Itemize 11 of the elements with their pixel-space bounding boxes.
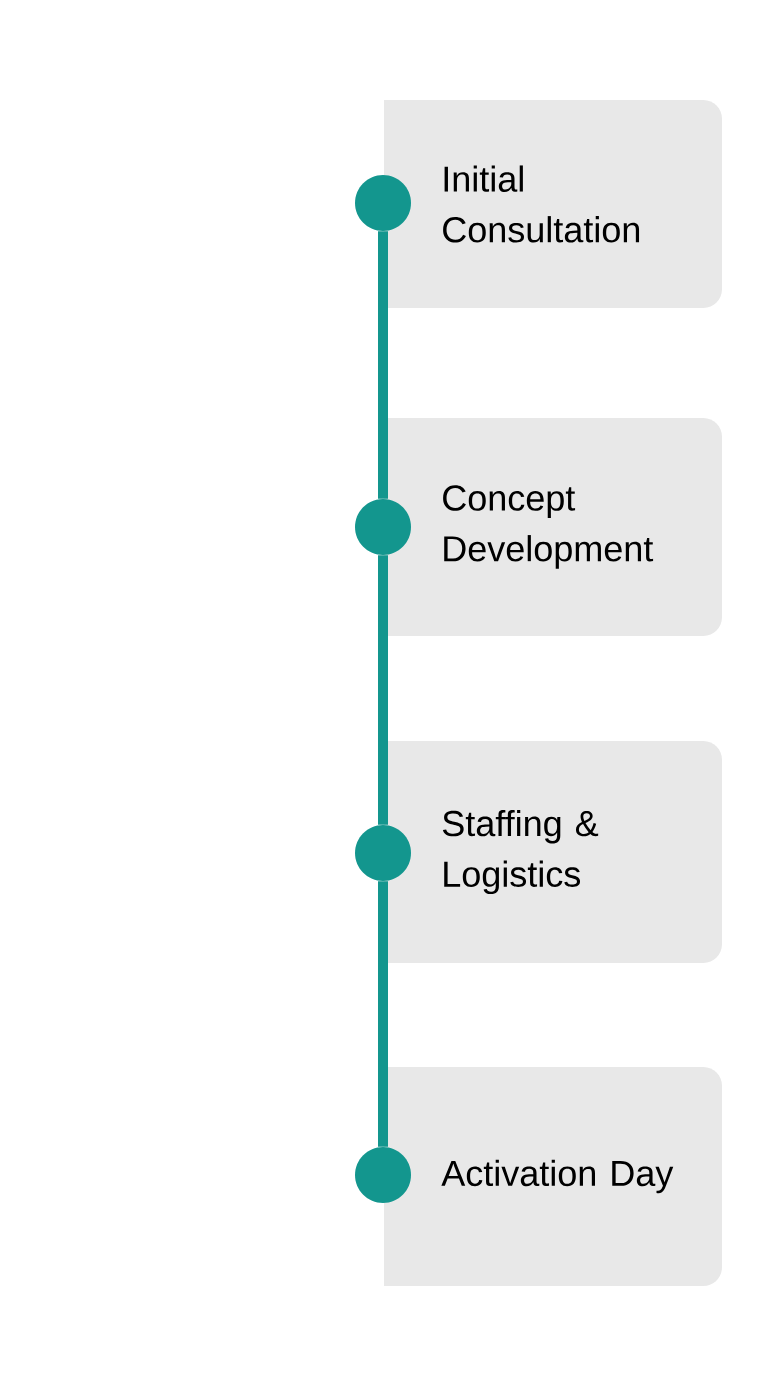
timeline-dot bbox=[355, 1147, 411, 1203]
step-box: Concept Development bbox=[384, 418, 722, 636]
step-box: Initial Consultation bbox=[384, 100, 722, 308]
timeline-dot bbox=[355, 499, 411, 555]
timeline-line bbox=[378, 555, 388, 825]
timeline-dot bbox=[355, 175, 411, 231]
timeline-dot bbox=[355, 825, 411, 881]
step-box: Activation Day bbox=[384, 1067, 722, 1286]
timeline-line bbox=[378, 231, 388, 499]
timeline-line bbox=[378, 881, 388, 1147]
step-box: Staffing & Logistics bbox=[384, 741, 722, 963]
